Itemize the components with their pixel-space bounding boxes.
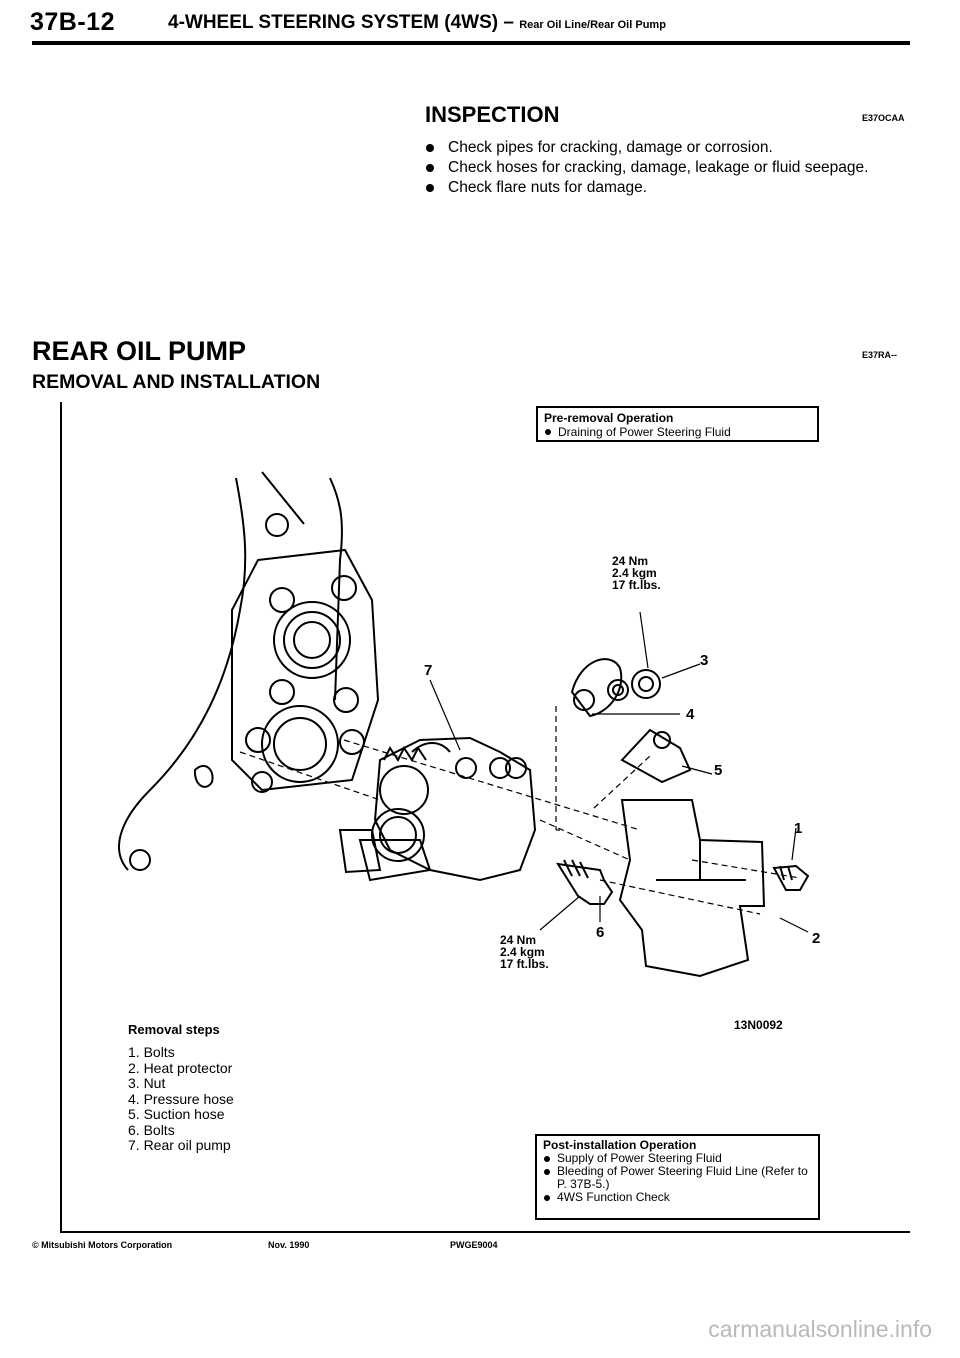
rear-oil-pump-code: E37RA-- <box>862 350 898 360</box>
removal-installation-title: REMOVAL AND INSTALLATION <box>32 371 321 393</box>
footer-date: Nov. 1990 <box>268 1240 310 1250</box>
inspection-item: Check pipes for cracking, damage or corr… <box>424 138 912 158</box>
pre-removal-list: Draining of Power Steering Fluid <box>544 425 811 439</box>
torque-nm: 24 Nm <box>612 554 649 568</box>
pre-removal-item: Draining of Power Steering Fluid <box>544 425 811 439</box>
removal-step: 7. Rear oil pump <box>128 1137 231 1153</box>
torque-kgm: 2.4 kgm <box>612 566 657 580</box>
callout-7: 7 <box>424 662 433 679</box>
callout-2: 2 <box>812 930 821 947</box>
inspection-title: INSPECTION <box>425 102 560 127</box>
watermark: carmanualsonline.info <box>708 1316 932 1342</box>
torque-kgm: 2.4 kgm <box>500 945 545 959</box>
removal-steps-title: Removal steps <box>128 1022 220 1037</box>
post-installation-list: Supply of Power Steering Fluid Bleeding … <box>543 1152 812 1204</box>
removal-step: 4. Pressure hose <box>128 1090 234 1107</box>
removal-step: 5. Suction hose <box>128 1106 225 1122</box>
torque-spec-top: 24 Nm 2.4 kgm 17 ft.lbs. <box>612 555 661 591</box>
removal-step: 3. Nut <box>128 1075 166 1091</box>
post-installation-item: 4WS Function Check <box>543 1191 812 1204</box>
section-title: 4-WHEEL STEERING SYSTEM (4WS) – Rear Oil… <box>168 12 666 34</box>
removal-step: 6. Bolts <box>128 1121 175 1138</box>
callout-1: 1 <box>794 820 803 837</box>
post-installation-item: Bleeding of Power Steering Fluid Line (R… <box>543 1165 812 1191</box>
footer-code: PWGE9004 <box>450 1240 498 1250</box>
post-installation-box: Post-installation Operation Supply of Po… <box>535 1134 820 1220</box>
rear-oil-pump-title: REAR OIL PUMP <box>32 336 247 366</box>
torque-ftlbs: 17 ft.lbs. <box>500 957 549 971</box>
pre-removal-box: Pre-removal Operation Draining of Power … <box>536 406 819 442</box>
removal-step: 1. Bolts <box>128 1044 175 1060</box>
section-title-main: 4-WHEEL STEERING SYSTEM (4WS) – <box>168 12 514 33</box>
removal-step: 2. Heat protector <box>128 1059 233 1076</box>
callout-4: 4 <box>686 706 695 723</box>
inspection-item: Check flare nuts for damage. <box>424 178 912 198</box>
inspection-list: Check pipes for cracking, damage or corr… <box>424 138 912 198</box>
left-frame-rule <box>60 402 62 1232</box>
section-subtitle: Rear Oil Line/Rear Oil Pump <box>519 19 666 31</box>
torque-ftlbs: 17 ft.lbs. <box>612 578 661 592</box>
post-installation-item: Supply of Power Steering Fluid <box>543 1152 812 1165</box>
footer-copyright: © Mitsubishi Motors Corporation <box>32 1240 173 1250</box>
callout-6: 6 <box>596 924 605 941</box>
removal-steps-list: 1. Bolts 2. Heat protector 3. Nut 4. Pre… <box>128 1044 234 1154</box>
torque-spec-bottom: 24 Nm 2.4 kgm 17 ft.lbs. <box>500 934 549 970</box>
header-rule <box>32 41 910 45</box>
inspection-code: E37OCAA <box>862 113 905 123</box>
figure-code: 13N0092 <box>734 1018 783 1032</box>
bottom-rule <box>60 1231 910 1233</box>
inspection-item: Check hoses for cracking, damage, leakag… <box>424 158 912 178</box>
pre-removal-title: Pre-removal Operation <box>544 411 674 425</box>
page-number: 37B-12 <box>30 8 115 36</box>
post-installation-title: Post-installation Operation <box>543 1138 697 1152</box>
callout-3: 3 <box>700 652 709 669</box>
callout-5: 5 <box>714 762 723 779</box>
torque-nm: 24 Nm <box>500 933 537 947</box>
